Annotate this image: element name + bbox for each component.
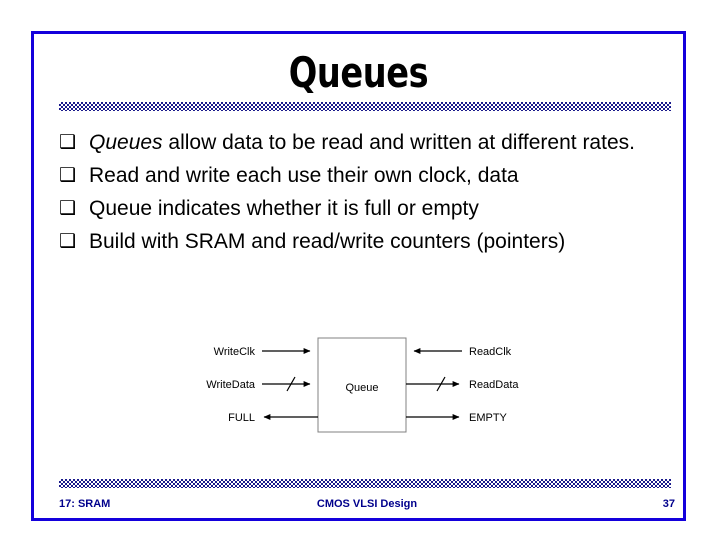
page-title: Queues bbox=[288, 48, 429, 97]
list-item-emphasis: Queues bbox=[89, 131, 163, 154]
hollow-square-bullet-icon: ❑ bbox=[59, 197, 77, 219]
list-item: ❑ Build with SRAM and read/write counter… bbox=[55, 226, 683, 257]
footer-book-title: CMOS VLSI Design bbox=[316, 498, 418, 510]
footer-chapter-label: 17: SRAM bbox=[59, 498, 111, 510]
list-item-text: Build with SRAM and read/write counters … bbox=[89, 230, 566, 253]
hollow-square-bullet-icon: ❑ bbox=[59, 131, 77, 153]
hollow-square-bullet-icon: ❑ bbox=[59, 230, 77, 252]
footer-divider-rule bbox=[59, 479, 671, 488]
list-item: ❑ Queues allow data to be read and writt… bbox=[55, 127, 683, 158]
queue-block-diagram: Queue WriteClk WriteData FULL ReadClk Re… bbox=[163, 326, 523, 446]
list-item-text: Queues allow data to be read and written… bbox=[89, 127, 683, 158]
port-label-readdata: ReadData bbox=[469, 379, 519, 391]
title-divider-rule bbox=[59, 102, 671, 111]
list-item-text: Queue indicates whether it is full or em… bbox=[89, 197, 479, 220]
list-item: ❑ Read and write each use their own cloc… bbox=[55, 160, 683, 191]
bus-slash-writedata bbox=[286, 376, 296, 392]
list-item-body: allow data to be read and written at dif… bbox=[162, 131, 635, 154]
port-label-full: FULL bbox=[228, 412, 255, 424]
queue-block-label: Queue bbox=[345, 382, 378, 394]
port-label-readclk: ReadClk bbox=[469, 346, 512, 358]
queue-diagram-svg: Queue WriteClk WriteData FULL ReadClk Re… bbox=[206, 337, 519, 433]
list-item: ❑ Queue indicates whether it is full or … bbox=[55, 193, 683, 224]
bus-slash-readdata bbox=[436, 376, 446, 392]
footer-page-number: 37 bbox=[662, 498, 675, 510]
list-item-text: Read and write each use their own clock,… bbox=[89, 164, 519, 187]
port-label-writeclk: WriteClk bbox=[214, 346, 256, 358]
slide-footer: 17: SRAM CMOS VLSI Design 37 bbox=[59, 496, 675, 514]
bullet-list: ❑ Queues allow data to be read and writt… bbox=[55, 127, 683, 259]
queue-block bbox=[317, 337, 407, 433]
slide-frame: Queues ❑ Queues allow data to be read an… bbox=[31, 31, 686, 521]
port-label-empty: EMPTY bbox=[469, 412, 508, 424]
hollow-square-bullet-icon: ❑ bbox=[59, 164, 77, 186]
port-label-writedata: WriteData bbox=[206, 379, 256, 391]
